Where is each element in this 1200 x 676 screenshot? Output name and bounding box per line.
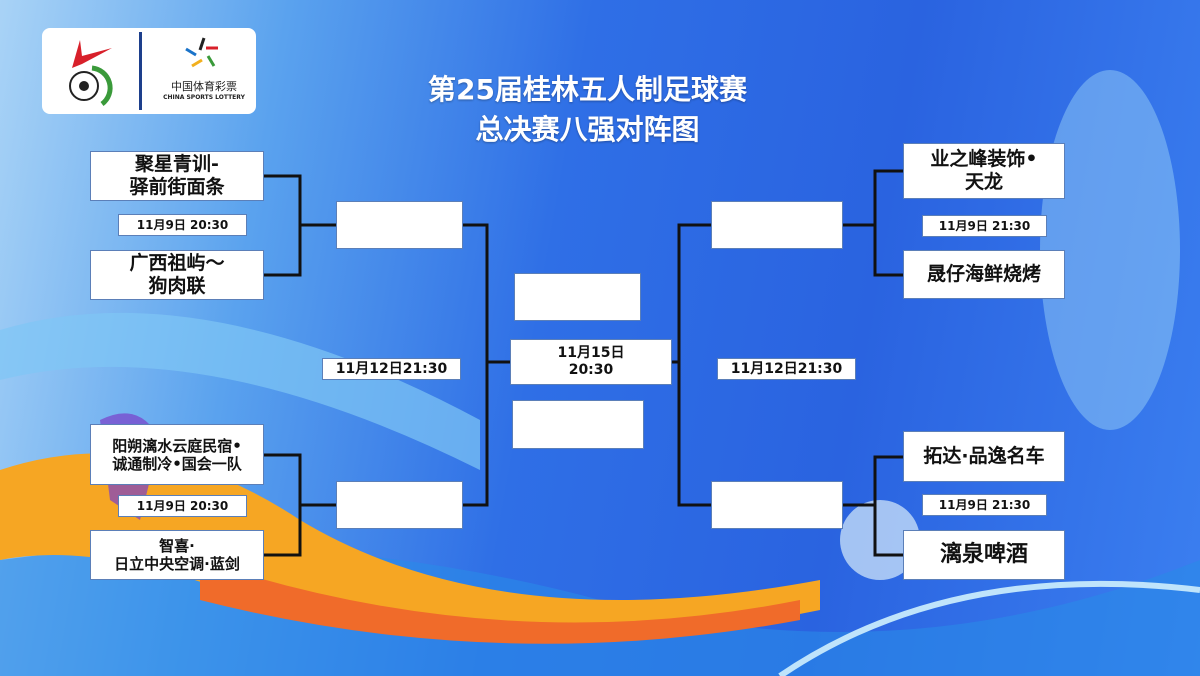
- sponsor-name-cn: 中国体育彩票: [171, 80, 237, 93]
- logo-panel: 中国体育彩票 CHINA SPORTS LOTTERY: [42, 28, 256, 114]
- match-date-left-bottom: 11月9日 20:30: [118, 495, 247, 517]
- team-left-bottom-2: 智喜· 日立中央空调·蓝剑: [90, 530, 264, 580]
- football-emblem-icon: [69, 32, 142, 110]
- semi-date-right: 11月12日21:30: [717, 358, 856, 380]
- team-right-bottom-1: 拓达·品逸名车: [903, 431, 1065, 482]
- qf-winner-right-bottom: [711, 481, 843, 529]
- finalist-top: [514, 273, 641, 321]
- qf-winner-left-bottom: [336, 481, 463, 529]
- page-title: 第25届桂林五人制足球赛: [428, 73, 747, 106]
- finalist-bottom: [512, 400, 644, 449]
- team-right-bottom-2: 漓泉啤酒: [903, 530, 1065, 580]
- team-left-bottom-1: 阳朔漓水云庭民宿• 诚通制冷•国会一队: [90, 424, 264, 485]
- qf-winner-right-top: [711, 201, 843, 249]
- team-right-top-1: 业之峰装饰• 天龙: [903, 143, 1065, 199]
- semi-date-left: 11月12日21:30: [322, 358, 461, 380]
- match-date-right-top: 11月9日 21:30: [922, 215, 1047, 237]
- qf-winner-left-top: [336, 201, 463, 249]
- match-date-right-bottom: 11月9日 21:30: [922, 494, 1047, 516]
- final-date: 11月15日 20:30: [510, 339, 672, 385]
- team-right-top-2: 晟仔海鲜烧烤: [903, 250, 1065, 299]
- match-date-left-top: 11月9日 20:30: [118, 214, 247, 236]
- sponsor-name-en: CHINA SPORTS LOTTERY: [163, 94, 245, 101]
- team-left-top-2: 广西祖屿～ 狗肉联: [90, 250, 264, 300]
- page-subtitle: 总决赛八强对阵图: [475, 113, 700, 146]
- china-sports-lottery-icon: [185, 37, 218, 68]
- team-left-top-1: 聚星青训- 驿前街面条: [90, 151, 264, 201]
